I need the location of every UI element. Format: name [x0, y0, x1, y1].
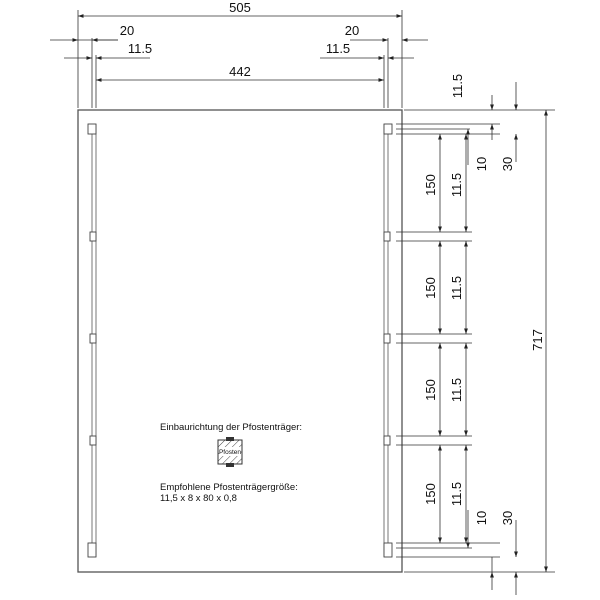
install-direction-text: Einbaurichtung der Pfostenträger: — [160, 422, 302, 433]
bracket-right-2 — [383, 231, 391, 242]
panel-outline — [77, 109, 403, 573]
dim-20-left-label: 20 — [120, 23, 134, 38]
bracket-right-5 — [383, 542, 393, 558]
dim-442-label: 442 — [229, 64, 251, 79]
dim-717-label: 717 — [530, 329, 545, 351]
right-extension-lines — [396, 109, 555, 573]
bracket-right-1 — [383, 123, 393, 135]
bracket-left-1 — [87, 123, 97, 135]
post-label: Pfosten — [219, 449, 241, 456]
dim-20-right-label: 20 — [345, 23, 359, 38]
post-symbol: Pfosten — [217, 437, 243, 467]
bracket-left-3 — [89, 333, 97, 344]
dim-11-5-label-1: 11.5 — [449, 173, 464, 197]
dim-11-5-label-2: 11.5 — [449, 276, 464, 300]
dim-150-label-4: 150 — [423, 483, 438, 505]
bracket-left-2 — [89, 231, 97, 242]
recommended-size-label: Empfohlene Pfostenträgergröße: — [160, 482, 298, 493]
dim-top-10-label: 10 — [474, 157, 489, 171]
bracket-left-5 — [87, 542, 97, 558]
right-dimension-lines — [438, 82, 548, 595]
dim-11-5-left-label: 11.5 — [128, 41, 152, 56]
recommended-size-value: 11,5 x 8 x 80 x 0,8 — [160, 493, 237, 504]
dim-bottom-10-label: 10 — [474, 511, 489, 525]
dim-150-label-2: 150 — [423, 277, 438, 299]
dim-11-5-label-4: 11.5 — [449, 482, 464, 506]
dim-top-11-5-label: 11.5 — [450, 74, 465, 98]
dim-150-label-3: 150 — [423, 379, 438, 401]
top-dimension-labels: 505 20 20 11.5 11.5 442 — [120, 0, 359, 79]
dim-bottom-30-label: 30 — [500, 511, 515, 525]
bracket-right-4 — [383, 435, 391, 446]
panel — [77, 109, 403, 573]
bracket-left-4 — [89, 435, 97, 446]
dim-11-5-label-3: 11.5 — [449, 378, 464, 402]
right-dimension-labels: 11.5 10 30 717 150 150 150 150 11.5 11.5… — [423, 74, 545, 525]
installation-note: Einbaurichtung der Pfostenträger: Pfoste… — [160, 422, 302, 504]
dim-505-label: 505 — [229, 0, 251, 15]
bracket-right-3 — [383, 333, 391, 344]
dim-11-5-right-label: 11.5 — [326, 41, 350, 56]
top-dimensions — [50, 10, 428, 108]
dim-top-30-label: 30 — [500, 157, 515, 171]
post-brackets — [87, 123, 393, 558]
dim-150-label-1: 150 — [423, 174, 438, 196]
